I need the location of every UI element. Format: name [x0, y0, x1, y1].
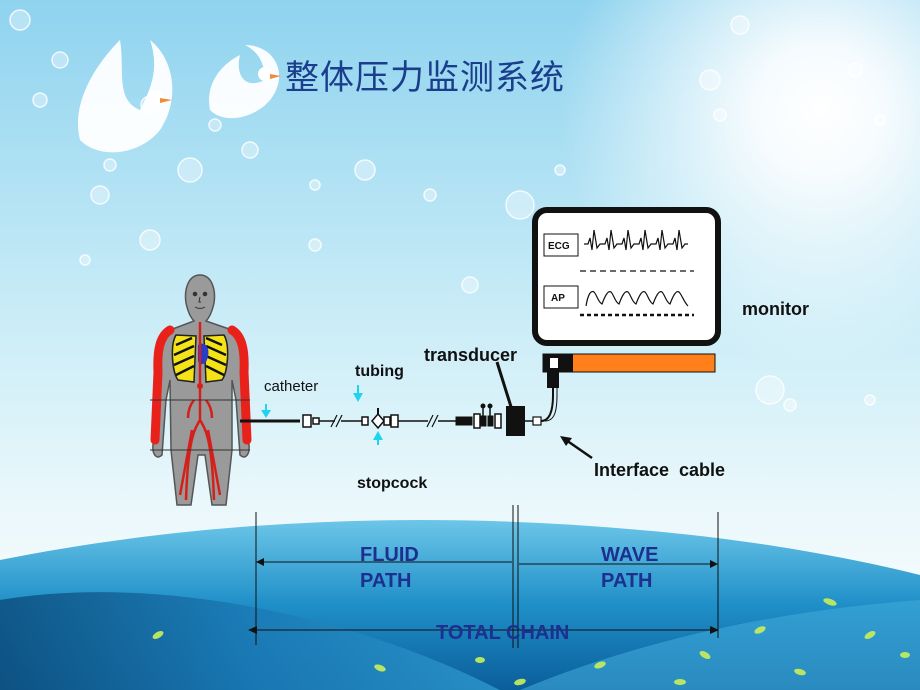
total-chain-arrow-left	[248, 626, 257, 634]
wave-path-line1: WAVE	[601, 544, 659, 566]
total-chain-arrow-right	[710, 626, 719, 634]
fluid-path-line1: FLUID	[360, 544, 419, 566]
ap-label: AP	[551, 293, 565, 304]
ap-waveform	[585, 290, 689, 307]
human-figure	[150, 274, 252, 506]
monitor-port-slot	[550, 358, 558, 368]
sea-highlight	[520, 600, 920, 690]
catheter-cyan-arrow	[261, 404, 271, 418]
leaf-decorations	[152, 598, 910, 686]
total-chain-label: TOTAL CHAIN	[436, 622, 570, 644]
path-brackets	[250, 505, 719, 648]
stopcock-label: stopcock	[357, 475, 428, 492]
tubing-cyan-arrow	[353, 385, 363, 402]
connector	[532, 416, 542, 426]
monitor-label: monitor	[742, 299, 809, 319]
tubing-assembly	[302, 403, 502, 430]
fluid-path-label: FLUID PATH	[360, 542, 419, 594]
transducer-label: transducer	[424, 345, 518, 365]
wave-path-label: WAVE PATH	[601, 542, 658, 594]
transducer-pointer	[495, 361, 514, 411]
ecg-waveform	[584, 229, 688, 251]
bird-decoration	[78, 40, 281, 153]
bubbles	[9, 9, 886, 412]
wave-path-line2: PATH	[601, 570, 653, 592]
fluid-path-line2: PATH	[360, 570, 412, 592]
stopcock-cyan-arrow	[373, 431, 383, 445]
transducer-block	[506, 406, 525, 436]
cable-plug	[547, 372, 559, 388]
monitor	[532, 207, 721, 346]
catheter-label: catheter	[264, 378, 319, 395]
interface-cable-arrow	[560, 436, 593, 460]
ecg-label: ECG	[548, 241, 570, 252]
slide-title: 整体压力监测系统	[285, 58, 565, 98]
interface-cable-line-2	[544, 385, 558, 422]
fluid-path-arrow	[256, 558, 264, 566]
interface-cable-label: Interface cable	[594, 460, 726, 480]
tubing-label: tubing	[355, 363, 404, 380]
interface-cable-line	[540, 385, 554, 422]
wave-path-arrow	[710, 560, 718, 568]
